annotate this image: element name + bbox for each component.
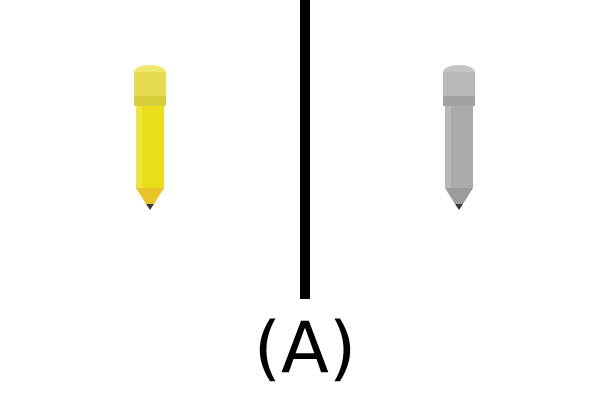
center-divider <box>300 0 310 299</box>
panel-label: (A) <box>253 307 357 389</box>
yellow-pencil-icon <box>130 60 170 210</box>
gray-pencil-icon <box>439 60 479 210</box>
